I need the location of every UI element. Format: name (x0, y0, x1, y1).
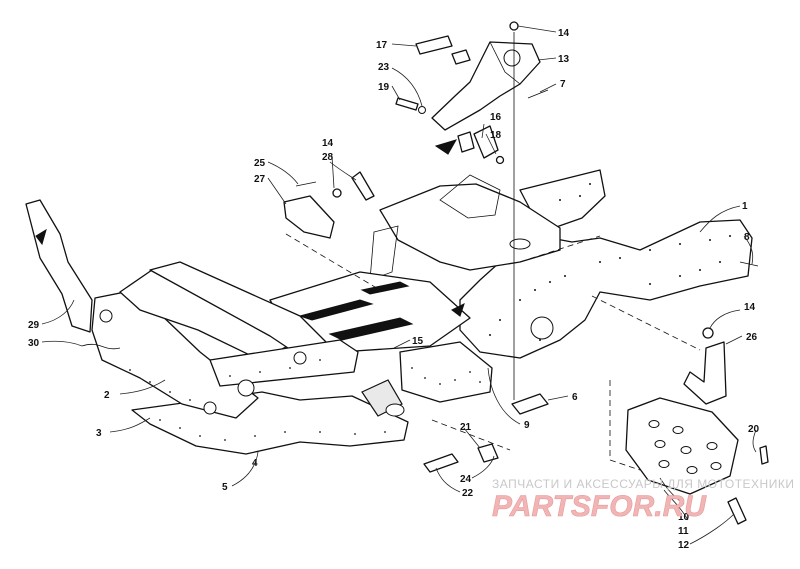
callout-3: 3 (96, 428, 102, 439)
footrest-bar-26 (683, 341, 727, 405)
arrow-marker-top (434, 139, 458, 155)
callout-8: 8 (744, 232, 750, 243)
pin-7 (527, 89, 549, 99)
upper-frame-hole (509, 238, 531, 250)
nut-14-left (332, 188, 342, 198)
callout-19: 19 (378, 82, 390, 93)
pad-16 (457, 131, 475, 153)
nut-14-top (509, 21, 519, 31)
steering-bracket-face (489, 41, 521, 85)
arrow-marker-mid (451, 303, 465, 317)
nut-14-right (702, 327, 714, 339)
alignment-line-3 (591, 295, 701, 351)
callout-17: 17 (376, 40, 388, 51)
alignment-line-1 (285, 233, 381, 291)
callout-leaders (41, 25, 757, 545)
steering-bracket-hole (503, 49, 521, 67)
pedal-plate-holes (648, 420, 722, 474)
callout-18: 18 (490, 130, 502, 141)
bracket-17 (415, 35, 453, 55)
callout-21: 21 (460, 422, 472, 433)
washer-23 (418, 106, 426, 114)
bulkhead-rivets (411, 367, 481, 385)
callout-26: 26 (746, 332, 758, 343)
callout-labels: 1 2 3 4 5 6 7 8 9 10 11 12 13 14 14 14 1… (28, 28, 760, 551)
steering-bracket (431, 41, 541, 131)
wire-30 (81, 343, 121, 350)
callout-23: 23 (378, 62, 390, 73)
pin-8 (739, 261, 759, 267)
callout-27: 27 (254, 174, 266, 185)
suspension-bushing-4 (293, 351, 307, 365)
callout-7: 7 (560, 79, 566, 90)
bolt-20 (759, 445, 769, 465)
bolt-19 (395, 97, 419, 111)
pin-25 (295, 181, 317, 187)
callout-14-top: 14 (558, 28, 570, 39)
callout-14-right: 14 (744, 302, 756, 313)
nut-18 (495, 155, 505, 165)
suspension-rivets (129, 359, 321, 401)
callout-15: 15 (412, 336, 424, 347)
chassis-rivets (489, 183, 731, 341)
callout-9: 9 (524, 420, 530, 431)
watermark-tagline: ЗАПЧАСТИ И АКСЕССУАРЫ ДЛЯ МОТОТЕХНИКИ (492, 477, 794, 491)
chassis-large-hole (530, 316, 554, 340)
callout-1: 1 (742, 201, 748, 212)
belly-pan-rivets (159, 419, 386, 441)
callout-11: 11 (678, 526, 689, 537)
callout-12: 12 (678, 540, 690, 551)
watermark-logo: PARTSFOR.RU (492, 490, 707, 523)
floor-slot-1 (298, 299, 374, 321)
bracket-27 (283, 195, 335, 239)
callout-24: 24 (460, 474, 472, 485)
latch-21 (477, 443, 499, 463)
belly-pan (131, 391, 409, 455)
suspension-bushing-2 (203, 401, 217, 415)
callout-22: 22 (462, 488, 474, 499)
bracket-6 (511, 393, 549, 415)
callout-14-left: 14 (322, 138, 334, 149)
callout-6: 6 (572, 392, 578, 403)
latch-22 (423, 453, 459, 473)
alignment-line-2 (519, 235, 601, 263)
floor-slot-3 (360, 281, 410, 295)
callout-10: 10 (678, 512, 690, 523)
callout-29: 29 (28, 320, 40, 331)
bumper-bracket-mark (35, 228, 47, 246)
suspension-crossbar (209, 339, 359, 387)
clip-16 (473, 125, 499, 159)
suspension-bushing-1 (237, 379, 255, 397)
callout-20: 20 (748, 424, 760, 435)
callout-2: 2 (104, 390, 110, 401)
callout-16: 16 (490, 112, 502, 123)
drive-tube-end (385, 403, 405, 417)
floor-slot-2 (328, 317, 414, 341)
front-bulkhead (399, 341, 493, 403)
callout-25: 25 (254, 158, 266, 169)
upper-frame-slot (369, 225, 399, 281)
callout-13: 13 (558, 54, 570, 65)
callout-4: 4 (252, 458, 258, 469)
spring-28 (351, 171, 375, 201)
alignment-line-5 (609, 380, 641, 471)
bolt-12 (727, 497, 747, 525)
upper-frame-cross (439, 174, 501, 219)
callout-30: 30 (28, 338, 40, 349)
suspension-bushing-3 (99, 309, 113, 323)
watermark: ЗАПЧАСТИ И АКСЕССУАРЫ ДЛЯ МОТОТЕХНИКИ PA… (492, 477, 794, 523)
front-bumper-bracket (25, 199, 93, 333)
alignment-line-4 (431, 419, 511, 451)
callout-28: 28 (322, 152, 334, 163)
callout-5: 5 (222, 482, 228, 493)
nut-plate (451, 49, 471, 65)
frame-illustration (25, 21, 769, 525)
